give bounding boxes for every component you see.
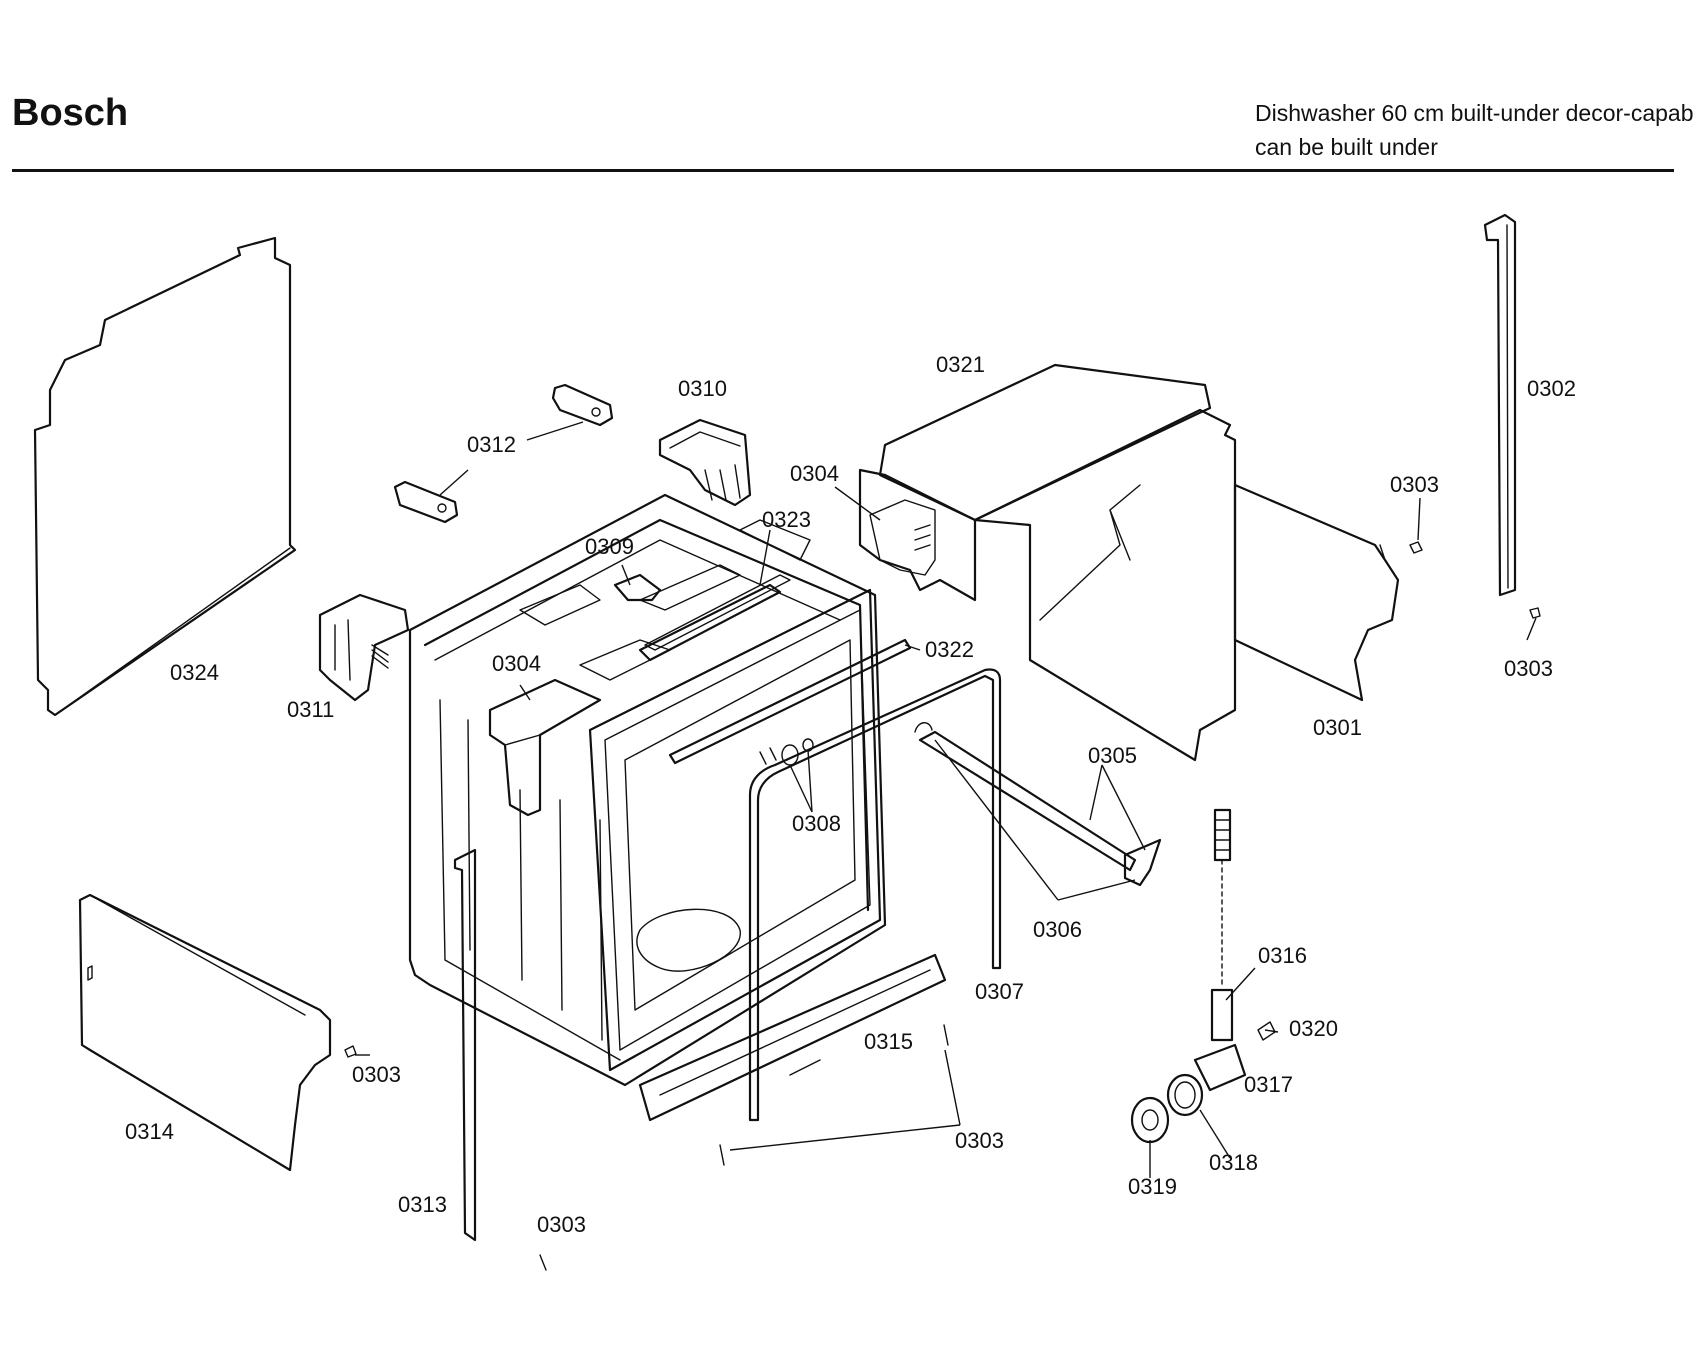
label-0303-d: 0303 <box>352 1062 401 1087</box>
label-0320: 0320 <box>1289 1016 1338 1041</box>
part-0311-clip <box>318 593 410 702</box>
part-0317-connector <box>1193 1043 1247 1092</box>
part-0307-door-frame <box>748 668 1002 1122</box>
part-0301-panel <box>1233 483 1400 702</box>
label-0316: 0316 <box>1258 943 1307 968</box>
brand-title: Bosch <box>12 92 129 134</box>
label-0322: 0322 <box>925 637 974 662</box>
label-0311: 0311 <box>287 697 334 722</box>
part-tub-body <box>408 493 947 1122</box>
part-0322-rail <box>668 638 912 765</box>
part-0312-bracket-lower <box>393 480 459 524</box>
part-0304-bracket-left <box>488 678 602 817</box>
label-0318: 0318 <box>1209 1150 1258 1175</box>
part-0312-bracket-upper <box>551 383 614 427</box>
label-0305: 0305 <box>1088 743 1137 768</box>
label-0308: 0308 <box>792 811 841 836</box>
label-0319: 0319 <box>1128 1174 1177 1199</box>
part-0324-side-panel <box>33 236 297 717</box>
description-line-2: can be built under <box>1255 134 1438 160</box>
label-0309: 0309 <box>585 534 634 559</box>
label-0321: 0321 <box>936 352 985 377</box>
label-0312: 0312 <box>467 432 516 457</box>
label-0317: 0317 <box>1244 1072 1293 1097</box>
label-0314: 0314 <box>125 1119 174 1144</box>
description-line-1: Dishwasher 60 cm built-under decor-capab <box>1255 100 1694 126</box>
part-0305-0306-arm <box>914 722 1162 887</box>
part-0314-panel <box>78 893 332 1172</box>
label-0304-b: 0304 <box>492 651 541 676</box>
part-0318-seal <box>1166 1073 1204 1117</box>
part-0302-side-rail <box>1483 213 1517 597</box>
label-0307: 0307 <box>975 979 1024 1004</box>
label-0301: 0301 <box>1313 715 1362 740</box>
part-0303-screws <box>344 541 1541 1271</box>
label-0315: 0315 <box>864 1029 913 1054</box>
part-0313-strip <box>453 848 477 1242</box>
label-0323: 0323 <box>762 507 811 532</box>
part-0310-clip <box>658 418 752 507</box>
label-0303-e: 0303 <box>537 1212 586 1237</box>
part-0315-plate <box>789 1059 821 1076</box>
label-0324: 0324 <box>170 660 219 685</box>
label-0310: 0310 <box>678 376 727 401</box>
label-0302: 0302 <box>1527 376 1576 401</box>
part-0316-hose <box>1210 808 1234 1042</box>
label-0303-c: 0303 <box>955 1128 1004 1153</box>
diagram-description: Dishwasher 60 cm built-under decor-capab… <box>1255 96 1694 164</box>
label-0306: 0306 <box>1033 917 1082 942</box>
label-0303-b: 0303 <box>1504 656 1553 681</box>
label-0313: 0313 <box>398 1192 447 1217</box>
part-0321-top-panel <box>858 363 1237 762</box>
leader-lines <box>355 421 1537 1178</box>
part-0309-latch <box>613 573 662 602</box>
part-0319-cap <box>1130 1096 1170 1144</box>
label-0303-a: 0303 <box>1390 472 1439 497</box>
part-0323-strip <box>638 583 782 662</box>
callout-labels: 0324 0312 0310 0321 0302 0303 0303 0304 … <box>125 352 1576 1237</box>
header-divider <box>12 169 1674 172</box>
label-0304-a: 0304 <box>790 461 839 486</box>
